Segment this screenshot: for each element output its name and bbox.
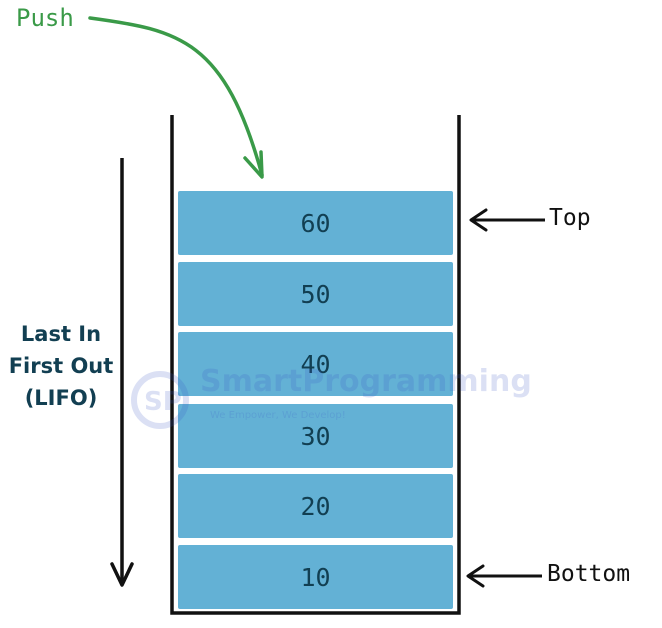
lifo-line-1: Last In	[20, 322, 102, 346]
lifo-line-2: First Out	[8, 354, 114, 378]
push-arrow-icon	[88, 16, 264, 177]
lifo-label: Last In First Out (LIFO)	[2, 318, 120, 414]
stack-item: 30	[178, 404, 453, 468]
push-arrowhead-icon	[243, 150, 264, 179]
stack-item-value: 10	[300, 562, 331, 592]
stack-item-value: 50	[300, 279, 331, 309]
bottom-label: Bottom	[547, 561, 631, 587]
stack-item: 10	[178, 545, 453, 609]
top-label: Top	[549, 205, 591, 231]
stack-item-value: 20	[300, 491, 331, 521]
stack-item: 60	[178, 191, 453, 255]
lifo-line-3: (LIFO)	[24, 386, 98, 410]
stack-container	[170, 115, 461, 615]
stack-item: 50	[178, 262, 453, 326]
stack-item: 40	[178, 332, 453, 396]
stack-item-value: 30	[300, 421, 331, 451]
lifo-arrowhead-icon	[110, 562, 134, 587]
stack-item-value: 40	[300, 349, 331, 379]
stack-item: 20	[178, 474, 453, 538]
stack-item-value: 60	[300, 208, 331, 238]
push-label: Push	[16, 4, 74, 32]
